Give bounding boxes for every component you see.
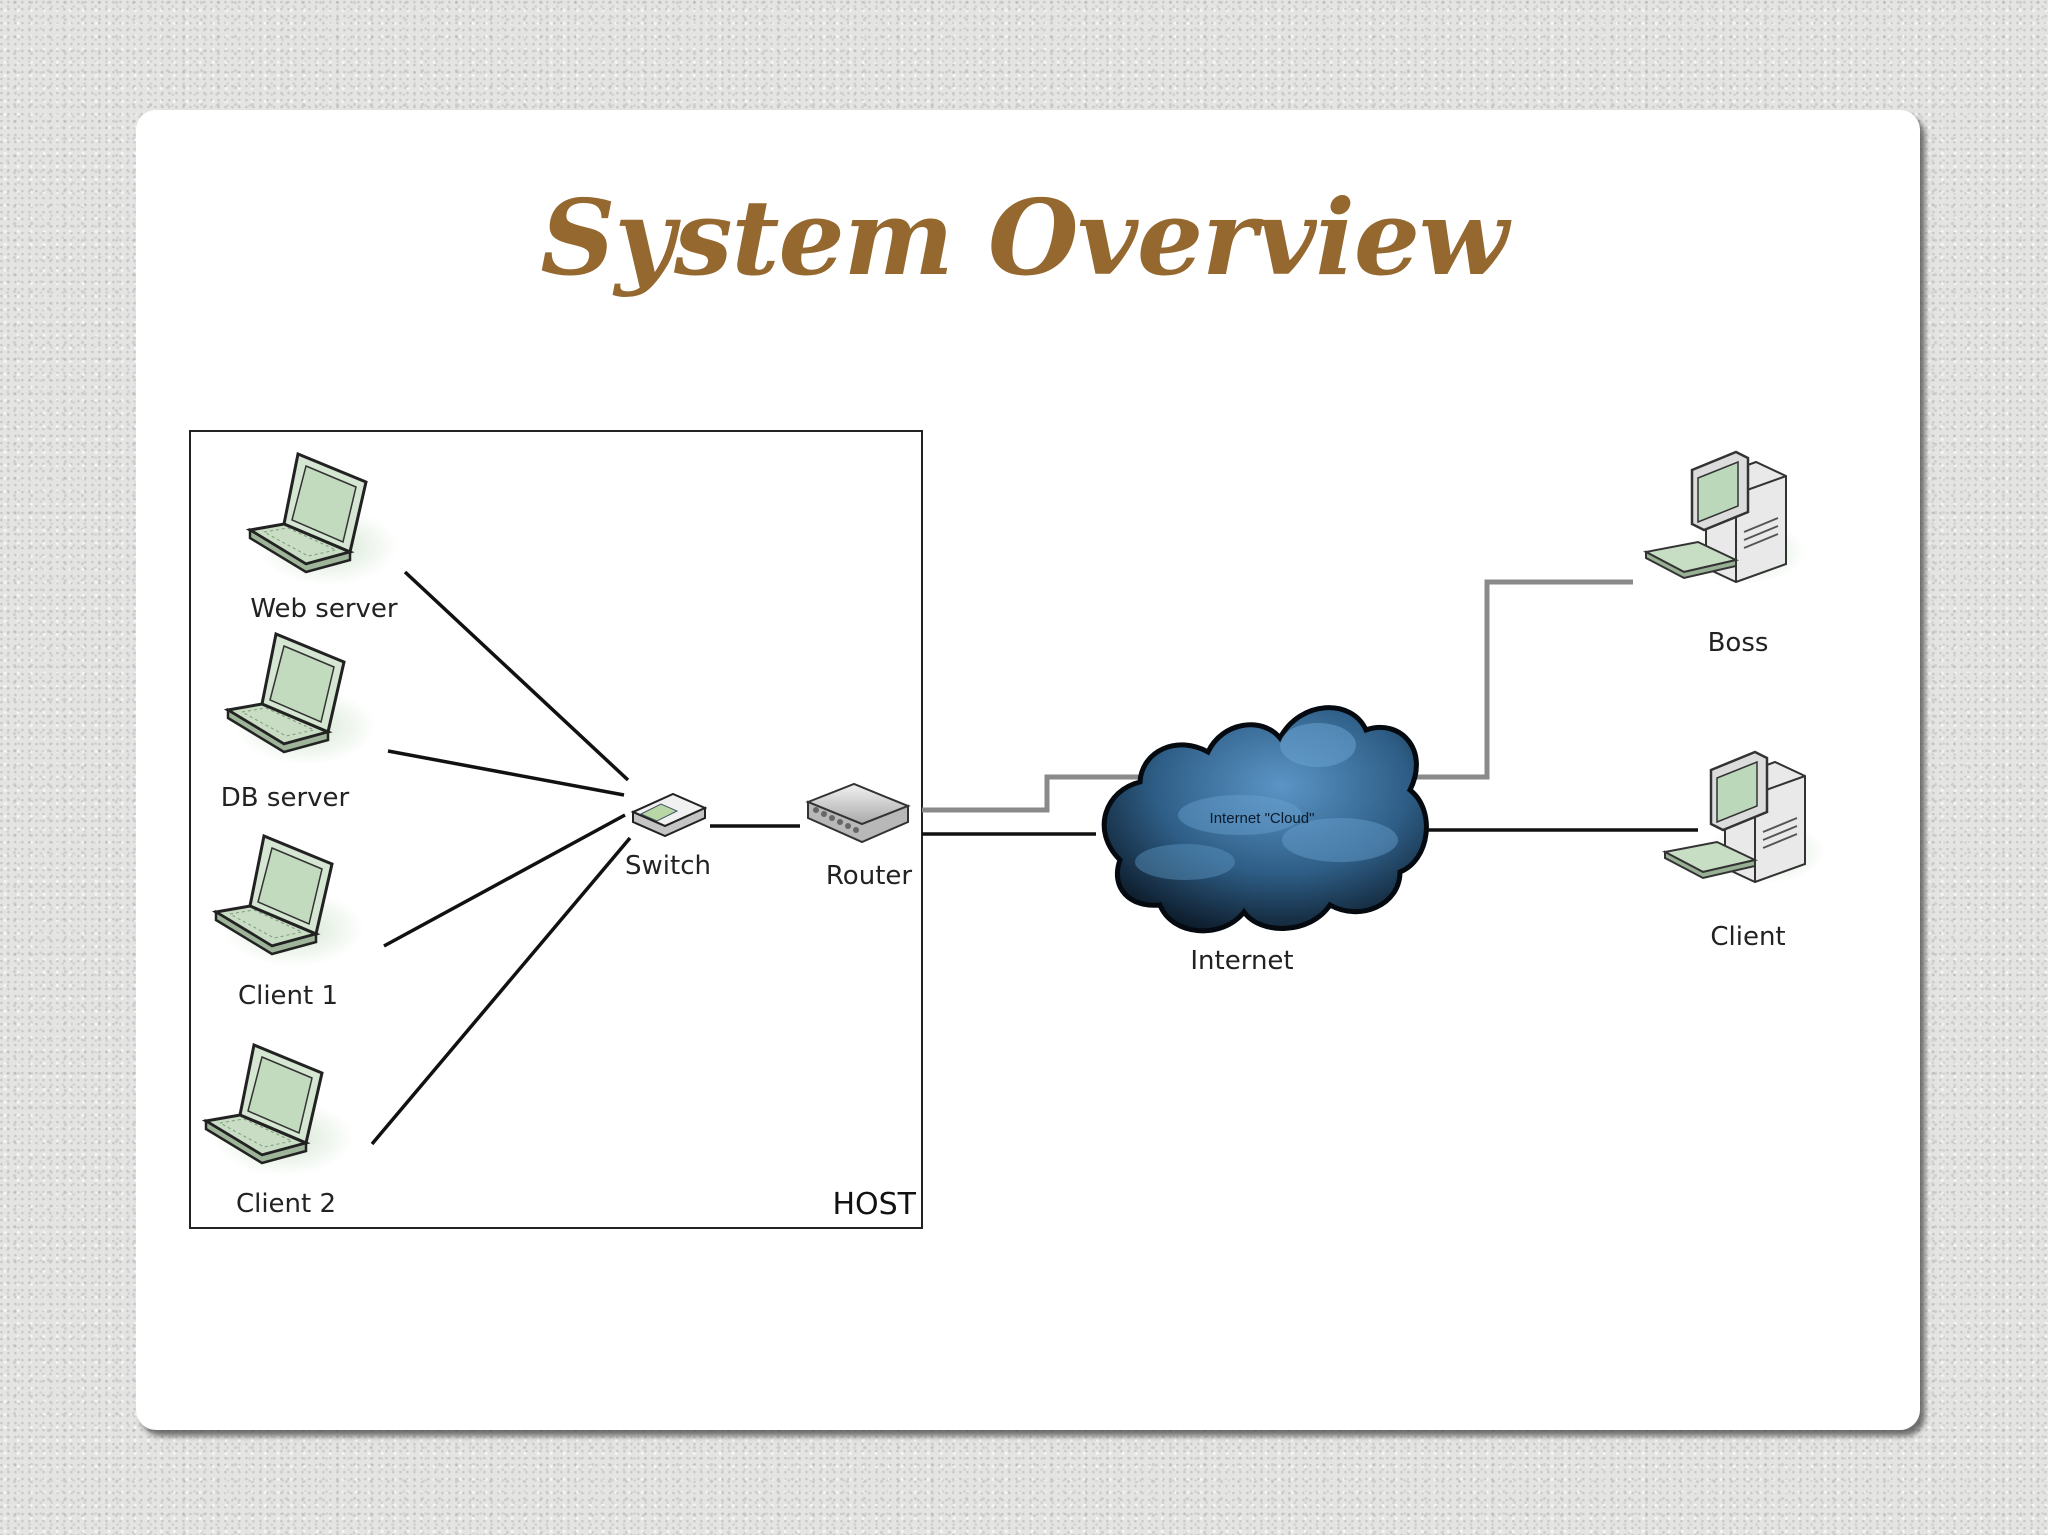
boss-label: Boss xyxy=(1708,628,1769,658)
web-server-label: Web server xyxy=(250,594,398,624)
client-1-label: Client 1 xyxy=(238,981,338,1011)
boss-node[interactable]: Boss xyxy=(1644,450,1808,658)
desktop-computer-icon xyxy=(1644,450,1808,586)
client-2-label: Client 2 xyxy=(236,1189,336,1219)
switch-node[interactable]: Switch xyxy=(625,793,711,881)
client-label: Client xyxy=(1710,922,1785,952)
link-dbserver-switch xyxy=(387,749,625,797)
internet-node[interactable]: Internet "Cloud" Internet xyxy=(1101,705,1429,976)
client-1-node[interactable]: Client 1 xyxy=(214,834,366,1011)
web-server-node[interactable]: Web server xyxy=(248,452,400,624)
host-label: HOST xyxy=(832,1187,916,1222)
link-client1-switch xyxy=(383,813,626,948)
client-2-node[interactable]: Client 2 xyxy=(204,1043,356,1219)
link-client2-switch xyxy=(370,836,632,1146)
db-server-label: DB server xyxy=(221,783,350,813)
router-label: Router xyxy=(826,861,912,891)
internet-label: Internet xyxy=(1190,946,1293,976)
desktop-computer-icon xyxy=(1663,750,1827,886)
router-node[interactable]: Router xyxy=(807,783,912,891)
connection-lines xyxy=(370,570,1698,1146)
slide-title: System Overview xyxy=(540,176,1508,299)
switch-label: Switch xyxy=(625,851,711,881)
link-webserver-switch xyxy=(403,570,630,782)
db-server-node[interactable]: DB server xyxy=(221,632,378,813)
cloud-icon xyxy=(1101,705,1429,934)
client-node[interactable]: Client xyxy=(1663,750,1827,952)
cloud-caption: Internet "Cloud" xyxy=(1210,810,1315,827)
